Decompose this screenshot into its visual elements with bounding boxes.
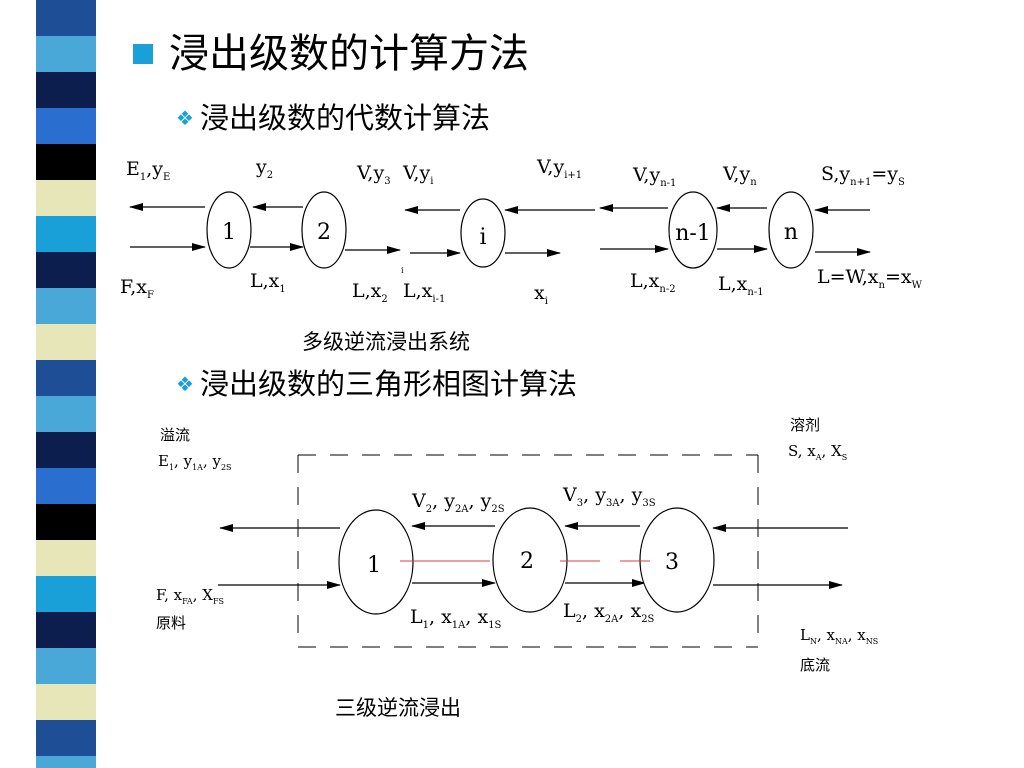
label-vyn: V,yn bbox=[723, 163, 757, 188]
stage-label: i bbox=[479, 225, 486, 250]
stage-node bbox=[206, 191, 252, 269]
stripe-segment bbox=[36, 540, 96, 576]
stripe-segment bbox=[36, 216, 96, 252]
stripe-segment bbox=[36, 720, 96, 756]
caption-multistage: 多级逆流浸出系统 bbox=[302, 330, 470, 354]
stage-node bbox=[301, 191, 347, 269]
slide-title: 浸出级数的计算方法 bbox=[133, 26, 529, 82]
label-feed-sym: F, xFA, XFS bbox=[156, 586, 224, 606]
label-overflow: 溢流 bbox=[160, 426, 191, 444]
square-bullet-icon bbox=[133, 44, 153, 64]
caption-three-stage: 三级逆流浸出 bbox=[335, 696, 461, 720]
subtitle-algebraic: ❖ 浸出级数的代数计算法 bbox=[176, 100, 490, 136]
label-overflow-sym: E1, y1A, y2S bbox=[158, 452, 232, 472]
stripe-segment bbox=[36, 360, 96, 396]
stripe-segment bbox=[36, 576, 96, 612]
stage-label: 2 bbox=[520, 549, 534, 574]
label-tiny-i: i bbox=[401, 266, 404, 275]
label-l2: L2, x2A, x2S bbox=[563, 600, 655, 625]
label-xi: xi bbox=[534, 282, 548, 307]
label-lxn2: L,xn-2 bbox=[630, 270, 676, 295]
label-vyi: V,yi bbox=[403, 162, 434, 187]
label-lx1: L,x1 bbox=[250, 270, 286, 295]
stage-label: n-1 bbox=[675, 221, 711, 246]
label-lx2: L,x2 bbox=[352, 280, 388, 305]
diamond-bullet-icon: ❖ bbox=[176, 372, 194, 396]
stage-node bbox=[460, 198, 506, 268]
label-lw: L=W,xn=xW bbox=[817, 266, 922, 291]
stage-label: 1 bbox=[367, 553, 381, 578]
label-y2: y2 bbox=[256, 156, 274, 181]
label-lxi1: L,xi-1 bbox=[403, 280, 446, 305]
diamond-bullet-icon: ❖ bbox=[176, 106, 194, 130]
stripe-edge bbox=[96, 0, 100, 768]
stripe-segment bbox=[36, 108, 96, 144]
slide-title-text: 浸出级数的计算方法 bbox=[169, 31, 529, 77]
stripe-segment bbox=[36, 288, 96, 324]
stage-label: 3 bbox=[665, 550, 679, 575]
stage-label: n bbox=[784, 220, 798, 245]
label-solvent: 溶剂 bbox=[790, 416, 821, 434]
label-underflow-sym: LN, xNA, xNS bbox=[800, 626, 879, 646]
label-vy3: V,y3 bbox=[357, 162, 391, 187]
label-feed: 原料 bbox=[156, 614, 187, 632]
subtitle-triangle: ❖ 浸出级数的三角形相图计算法 bbox=[176, 366, 577, 402]
diagram-1: 1 2 i n-1 n bbox=[129, 191, 871, 269]
stripe-segment bbox=[36, 396, 96, 432]
stage-node bbox=[768, 191, 814, 269]
stripe-segment bbox=[36, 756, 96, 768]
stripe-segment bbox=[36, 72, 96, 108]
stripe-segment bbox=[36, 648, 96, 684]
label-syn1: S,yn+1=yS bbox=[821, 163, 905, 188]
stripe-segment bbox=[36, 324, 96, 360]
stripe-segment bbox=[36, 504, 96, 540]
stripe-segment bbox=[36, 36, 96, 72]
label-l1: L1, x1A, x1S bbox=[410, 606, 502, 631]
stripe-segment bbox=[36, 0, 96, 36]
stripe-segment bbox=[36, 684, 96, 720]
stage-node bbox=[492, 507, 568, 613]
stage-label: 2 bbox=[317, 220, 331, 245]
label-v3: V3, y3A, y3S bbox=[563, 484, 656, 509]
stripe-segment bbox=[36, 468, 96, 504]
stage-node bbox=[338, 509, 414, 615]
subtitle-triangle-text: 浸出级数的三角形相图计算法 bbox=[199, 367, 577, 401]
decorative-stripe bbox=[0, 0, 100, 768]
diagram-2: 1 2 3 bbox=[218, 454, 848, 648]
label-solvent-sym: S, xA, XS bbox=[788, 442, 848, 462]
stripe-segment bbox=[36, 144, 96, 180]
label-v2: V2, y2A, y2S bbox=[412, 490, 505, 515]
label-fxf: F,xF bbox=[120, 276, 154, 301]
label-vyi1: V,yi+1 bbox=[537, 156, 583, 181]
stage-node bbox=[668, 191, 718, 269]
stripe-segment bbox=[36, 180, 96, 216]
label-vyn1: V,yn-1 bbox=[633, 164, 677, 189]
subtitle-algebraic-text: 浸出级数的代数计算法 bbox=[199, 101, 490, 135]
label-underflow: 底流 bbox=[800, 656, 831, 674]
stripe-segment bbox=[36, 612, 96, 648]
stripe-segment bbox=[36, 432, 96, 468]
label-e1ye: E1,yE bbox=[126, 158, 171, 183]
stage-node bbox=[639, 507, 715, 613]
stage-label: 1 bbox=[222, 220, 236, 245]
label-lxn1: L,xn-1 bbox=[718, 273, 764, 298]
stripe-segment bbox=[36, 252, 96, 288]
